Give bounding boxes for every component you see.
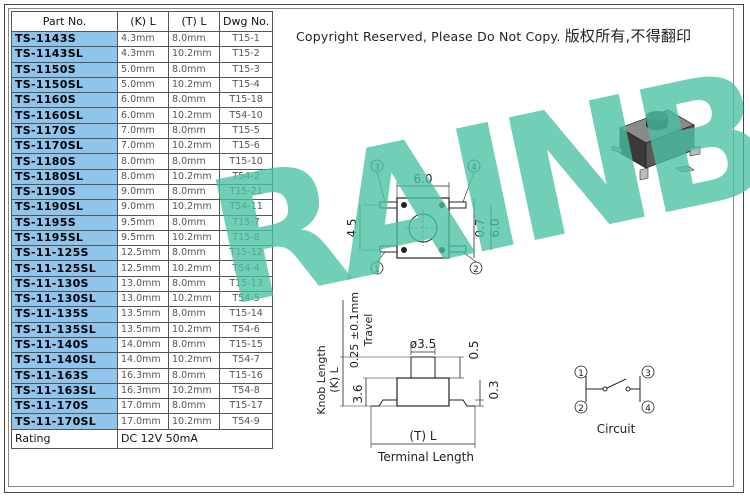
part-no-cell: TS-1170SL [11, 138, 118, 155]
part-no-cell: TS-11-125SL [11, 260, 118, 277]
circuit-pin-1: 1 [578, 369, 584, 379]
copyright-english: Copyright Reserved, Please Do Not Copy. [296, 29, 561, 44]
circuit-pin-3: 3 [645, 369, 651, 379]
top-view-body [396, 197, 450, 259]
circuit-schematic [574, 365, 655, 414]
rating-label: Rating [11, 428, 118, 449]
dim-knob-length-value: (K) L [328, 366, 341, 392]
dim-leg: 0.3 [487, 380, 501, 399]
pin-bottom-left [379, 245, 398, 253]
part-no-cell: TS-1190S [11, 183, 118, 201]
part-no-cell: TS-11-125S [11, 245, 118, 262]
part-no-cell: TS-1160S [11, 92, 118, 109]
dwg-no-cell: T54-9 [218, 413, 274, 430]
part-no-cell: TS-1195SL [11, 229, 118, 247]
inner-frame [8, 8, 734, 487]
dim-terminal-value: (T) L [409, 429, 437, 443]
dim-terminal-label: Terminal Length [377, 450, 474, 464]
part-no-cell: TS-1150SL [11, 76, 118, 94]
circuit-pin-2: 2 [578, 404, 584, 414]
pin-label-2: 2 [473, 265, 479, 275]
dim-travel-label: Travel [362, 314, 375, 348]
dim-top: 0.5 [467, 340, 481, 359]
copyright-notice: Copyright Reserved, Please Do Not Copy. … [296, 25, 691, 46]
copyright-chinese: 版权所有,不得翻印 [564, 27, 692, 45]
rating-row: Rating DC 12V 50mA [11, 428, 274, 449]
part-no-cell: TS-11-135SL [11, 321, 118, 338]
top-view [359, 159, 492, 275]
part-no-cell: TS-11-135S [11, 306, 118, 323]
pin-label-3: 3 [374, 163, 380, 173]
dim-body-height: 3.6 [351, 384, 365, 403]
side-view [340, 300, 484, 448]
part-no-cell: TS-11-163S [11, 367, 118, 384]
part-no-cell: TS-1180S [11, 153, 118, 170]
side-view-knob [410, 356, 436, 379]
dim-knob-length-label: Knob Length [315, 345, 328, 414]
switch-3d-illustration [611, 109, 701, 181]
dim-body: 0.7 [473, 218, 487, 237]
outer-frame [4, 4, 744, 493]
side-view-body [396, 377, 450, 407]
pin-label-1: 1 [374, 265, 380, 275]
part-no-cell: TS-11-170SL [11, 413, 118, 430]
part-no-cell: TS-11-130S [11, 275, 118, 293]
dim-height: 6.0 [488, 218, 502, 237]
pin-top-right [448, 201, 467, 209]
part-no-cell: TS-11-163SL [11, 382, 118, 400]
circuit-pin-4: 4 [645, 404, 651, 414]
part-no-cell: TS-1170S [11, 122, 118, 140]
dim-pin-span: 4.5 [345, 218, 359, 237]
circuit-label: Circuit [597, 422, 636, 436]
part-no-cell: TS-11-140S [11, 336, 118, 354]
header-dwg-no: Dwg No. [218, 11, 274, 32]
rating-value: DC 12V 50mA [116, 428, 274, 449]
pin-top-left [379, 201, 398, 209]
pin-label-4: 4 [471, 163, 477, 173]
dim-width: 6.0 [413, 172, 432, 186]
dim-knob-diameter: ø3.5 [410, 337, 436, 351]
part-no-cell: TS-1195S [11, 214, 118, 231]
part-no-cell: TS-11-130SL [11, 291, 118, 308]
dim-travel-value: 0.25 ±0.1mm [348, 292, 361, 368]
part-no-cell: TS-1190SL [11, 199, 118, 216]
pin-bottom-right [448, 245, 467, 253]
